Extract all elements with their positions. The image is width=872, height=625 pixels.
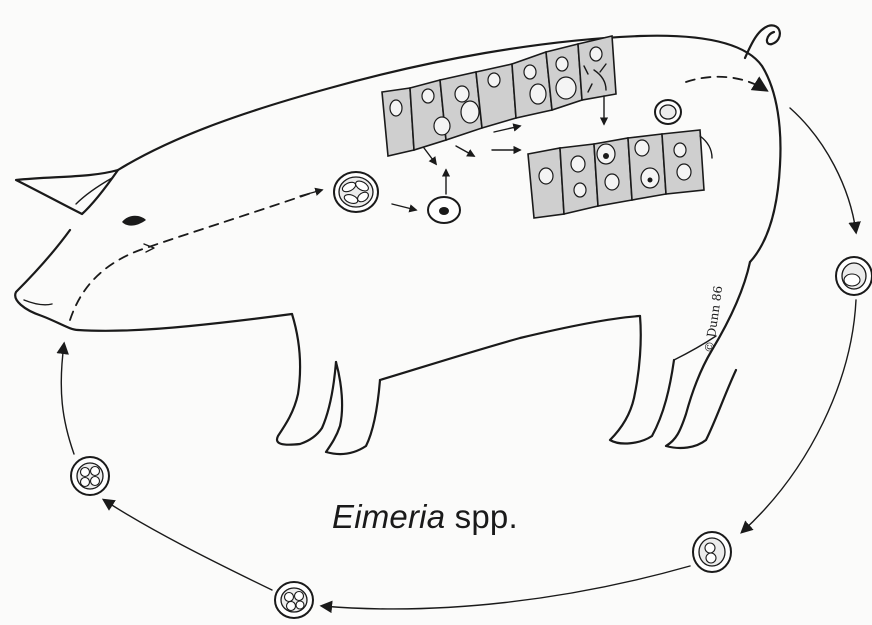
infective-oocyst-icon	[71, 457, 109, 495]
intestinal-epithelium-lower-icon	[528, 130, 704, 218]
sporozoite-icon	[428, 197, 460, 223]
sporulating-oocyst-icon	[275, 582, 313, 618]
cycle-arrow-3	[322, 566, 690, 609]
excretion-path	[686, 77, 766, 90]
merozoite-arrow-2	[456, 146, 474, 156]
figure-title: Eimeria spp.	[332, 498, 562, 542]
sporulated-oocyst-icon	[334, 172, 378, 212]
title-suffix	[445, 498, 454, 535]
genus-name: Eimeria	[332, 498, 445, 535]
merozoite-arrow-1	[424, 148, 436, 164]
cycle-arrow-5	[61, 344, 74, 454]
excystation-arrow	[392, 204, 416, 210]
cycle-arrow-2	[742, 300, 856, 532]
unsporulated-oocyst-gut-icon	[655, 100, 681, 124]
cycle-arrow-4	[104, 500, 272, 590]
ingestion-path	[70, 190, 320, 320]
merozoite-arrow-3	[494, 126, 520, 132]
cycle-arrow-1	[790, 108, 856, 232]
oocyst-shed-icon	[836, 257, 872, 295]
ingestion-arrow-tip	[300, 190, 322, 196]
species-abbrev: spp.	[455, 498, 518, 535]
eye-icon	[122, 216, 146, 226]
intestinal-epithelium-upper-icon	[382, 36, 616, 156]
sporoblast-oocyst-icon	[693, 532, 731, 572]
